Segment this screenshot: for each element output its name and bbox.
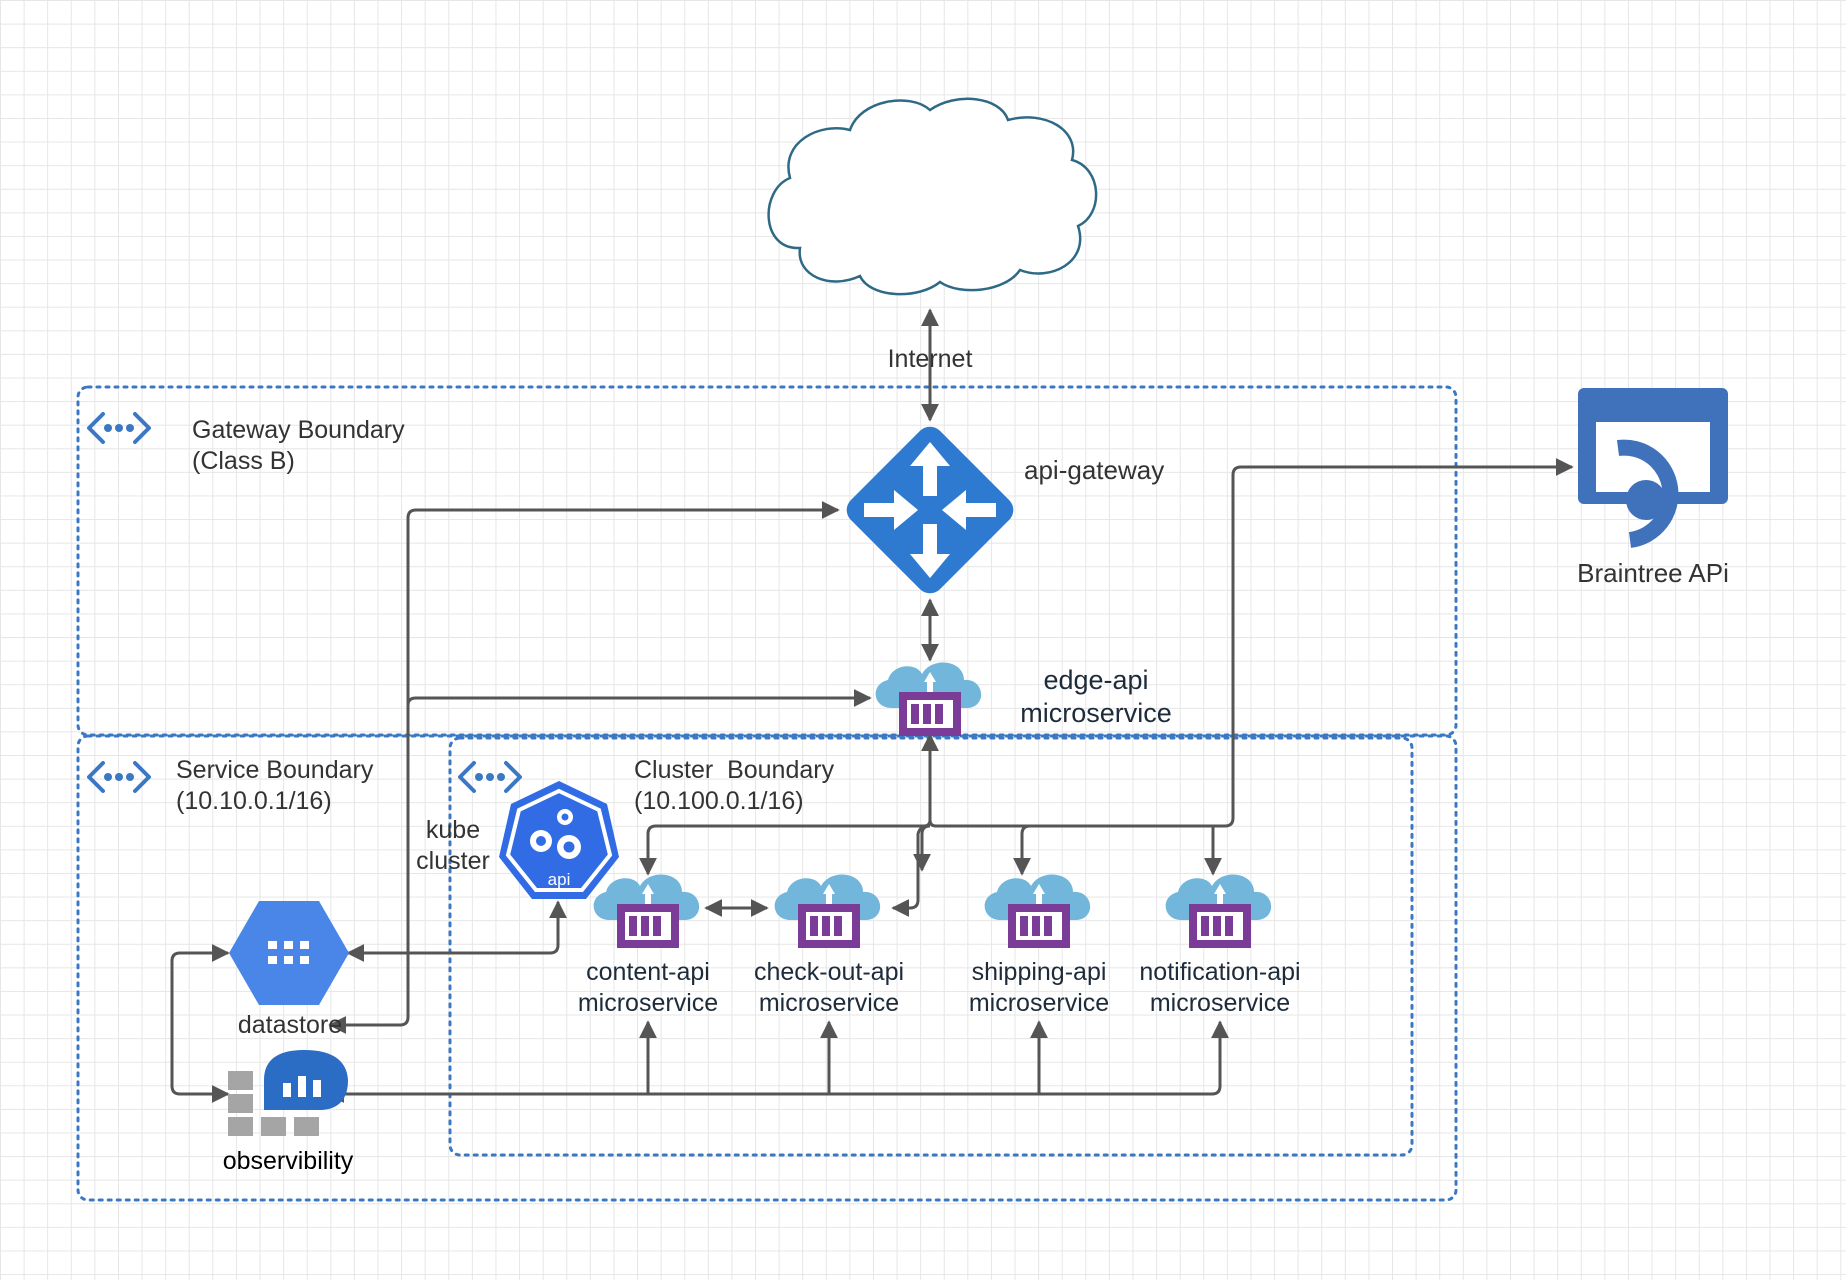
braintree-api-label: Braintree APi <box>1577 558 1729 588</box>
shipping-api-type: microservice <box>968 988 1110 1017</box>
datastore-icon <box>229 901 349 1005</box>
observability-label: observibility <box>222 1147 354 1175</box>
cluster-boundary-title: Cluster Boundary <box>634 756 835 784</box>
datastore-kube-connector <box>346 900 567 962</box>
check-out-api-type: microservice <box>758 988 900 1017</box>
kube-api-icon <box>499 781 619 899</box>
braintree-api-icon <box>1578 388 1728 548</box>
cluster-boundary-cidr: (10.100.0.1/16) <box>634 786 804 815</box>
check-out-api-label: check-out-api microservice <box>754 957 904 1018</box>
edge-to-checkout-connector <box>1013 824 1031 876</box>
observability-to-edge-connector <box>406 689 872 707</box>
edge-api-label: edge-api microservice <box>1020 664 1172 730</box>
kube-cluster-line1: kube <box>425 816 481 844</box>
gateway-boundary-class: (Class B) <box>192 446 295 475</box>
content-api-type: microservice <box>577 988 719 1017</box>
shipping-api-microservice-icon <box>984 874 1091 948</box>
kube-cluster-line2: cluster <box>416 846 490 875</box>
internet-cloud <box>767 97 1098 296</box>
gateway-boundary-title: Gateway Boundary <box>192 416 405 444</box>
shipping-api-name: shipping-api <box>971 958 1107 986</box>
datastore-observability-loop <box>170 944 230 1103</box>
notification-api-microservice-icon <box>1165 874 1272 948</box>
kube-cluster-label: kube cluster <box>416 815 490 876</box>
edge-to-notification-connector <box>913 824 931 872</box>
service-boundary-label: Service Boundary (10.10.0.1/16) <box>176 755 373 816</box>
gateway-boundary-label: Gateway Boundary (Class B) <box>192 415 405 476</box>
cluster-boundary-network-icon <box>458 761 522 793</box>
edge-api-name: edge-api <box>1043 665 1149 695</box>
api-gateway-label: api-gateway <box>1024 455 1165 485</box>
datastore-label: datastore <box>237 1011 343 1039</box>
notification-api-type: microservice <box>1149 988 1291 1017</box>
observability-bus-connector <box>326 1020 1229 1103</box>
internet-label: Internet <box>887 345 973 373</box>
api-gateway-icon <box>846 426 1014 594</box>
content-api-microservice-icon <box>593 874 700 948</box>
edge-api-microservice-icon <box>875 662 982 736</box>
check-out-api-name: check-out-api <box>753 958 905 986</box>
check-out-api-microservice-icon <box>774 874 881 948</box>
content-api-label: content-api microservice <box>578 957 718 1018</box>
cluster-boundary-label: Cluster Boundary (10.100.0.1/16) <box>634 755 834 816</box>
shipping-api-label: shipping-api microservice <box>969 957 1109 1018</box>
observability-icon <box>228 1050 348 1136</box>
kube-api-text: api <box>547 870 571 889</box>
content-api-name: content-api <box>586 958 710 986</box>
edge-api-type: microservice <box>1020 697 1172 728</box>
edge-fanout-connector <box>928 458 1574 828</box>
notification-api-label: notification-api microservice <box>1139 957 1300 1018</box>
service-boundary-title: Service Boundary <box>176 756 374 784</box>
gateway-boundary-network-icon <box>87 412 151 444</box>
edge-to-content-connector <box>891 824 930 917</box>
service-boundary-network-icon <box>87 761 151 793</box>
notification-api-name: notification-api <box>1139 958 1301 986</box>
service-boundary-cidr: (10.10.0.1/16) <box>176 786 332 815</box>
